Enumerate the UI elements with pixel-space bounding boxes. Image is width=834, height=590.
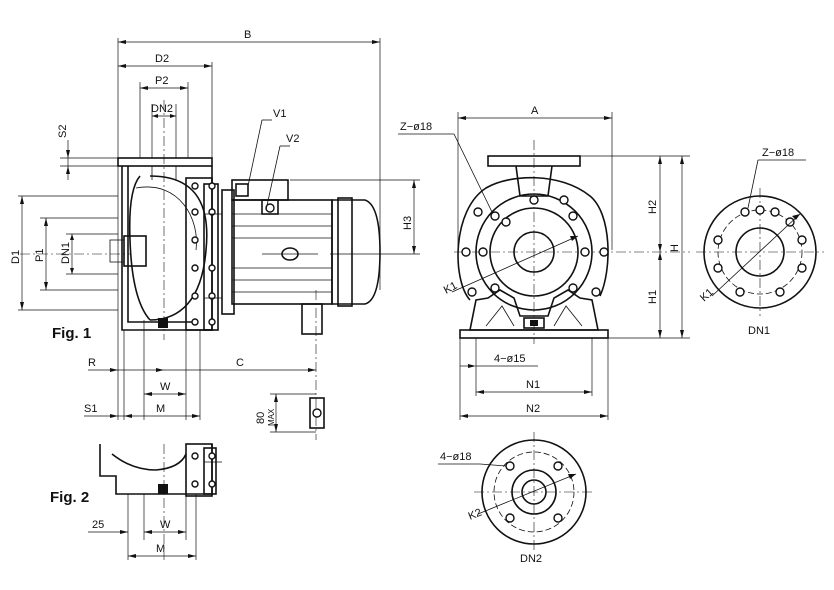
dim-H3: H3 bbox=[402, 216, 414, 230]
casing-bolts bbox=[191, 182, 216, 326]
dim-S2: S2 bbox=[57, 125, 69, 138]
dim-B: B bbox=[244, 29, 251, 41]
dim-A: A bbox=[531, 105, 539, 117]
dim-H: H bbox=[669, 244, 681, 252]
dim-max: MAX bbox=[267, 408, 276, 426]
fig2-dim-M: M bbox=[156, 543, 165, 555]
dim-DN2: DN2 bbox=[151, 103, 173, 115]
dim-DN1: DN1 bbox=[60, 242, 72, 264]
front-flange-bolts bbox=[461, 195, 609, 297]
figure-1-label: Fig. 1 bbox=[52, 325, 91, 342]
dim-N2: N2 bbox=[526, 403, 540, 415]
dim-N1: N1 bbox=[526, 379, 540, 391]
dim-80: 80 bbox=[255, 412, 267, 424]
motor-fins bbox=[232, 213, 332, 293]
front-view: A Z−ø18 bbox=[398, 105, 690, 420]
flange-label-DN1: DN1 bbox=[748, 325, 770, 337]
flange-dim-K1: K1 bbox=[698, 286, 716, 304]
fig2-dim-W: W bbox=[160, 519, 171, 531]
fig2-view: Fig. 2 W 25 M bbox=[50, 443, 222, 560]
dim-H2: H2 bbox=[647, 200, 659, 214]
dim-W: W bbox=[160, 381, 171, 393]
flange2-dim-K2: K2 bbox=[467, 507, 484, 523]
dim-V1: V1 bbox=[273, 108, 286, 120]
dn1-flange-view: Z−ø18 K1 DN1 bbox=[696, 147, 824, 337]
dim-C: C bbox=[236, 357, 244, 369]
dim-V2: V2 bbox=[286, 133, 299, 145]
flange2-label-DN2: DN2 bbox=[520, 553, 542, 565]
dim-K1: K1 bbox=[442, 280, 460, 297]
figure-2-label: Fig. 2 bbox=[50, 489, 89, 506]
dim-D2: D2 bbox=[155, 53, 169, 65]
dn2-flange-view: 4−ø18 K2 DN2 bbox=[438, 432, 594, 565]
dim-P1: P1 bbox=[34, 249, 46, 262]
dim-Z-phi18: Z−ø18 bbox=[400, 121, 432, 133]
flange-dim-Z-phi18: Z−ø18 bbox=[762, 147, 794, 159]
dim-4-phi15: 4−ø15 bbox=[494, 353, 526, 365]
dim-R: R bbox=[88, 357, 96, 369]
dim-M: M bbox=[156, 403, 165, 415]
fig2-dim-25: 25 bbox=[92, 519, 104, 531]
dim-P2: P2 bbox=[155, 75, 168, 87]
dim-S1: S1 bbox=[84, 403, 97, 415]
dim-H1: H1 bbox=[647, 290, 659, 304]
side-view: B D2 P2 DN2 S2 bbox=[10, 29, 420, 440]
flange2-dim-4-phi18: 4−ø18 bbox=[440, 451, 472, 463]
dim-D1: D1 bbox=[10, 250, 22, 264]
